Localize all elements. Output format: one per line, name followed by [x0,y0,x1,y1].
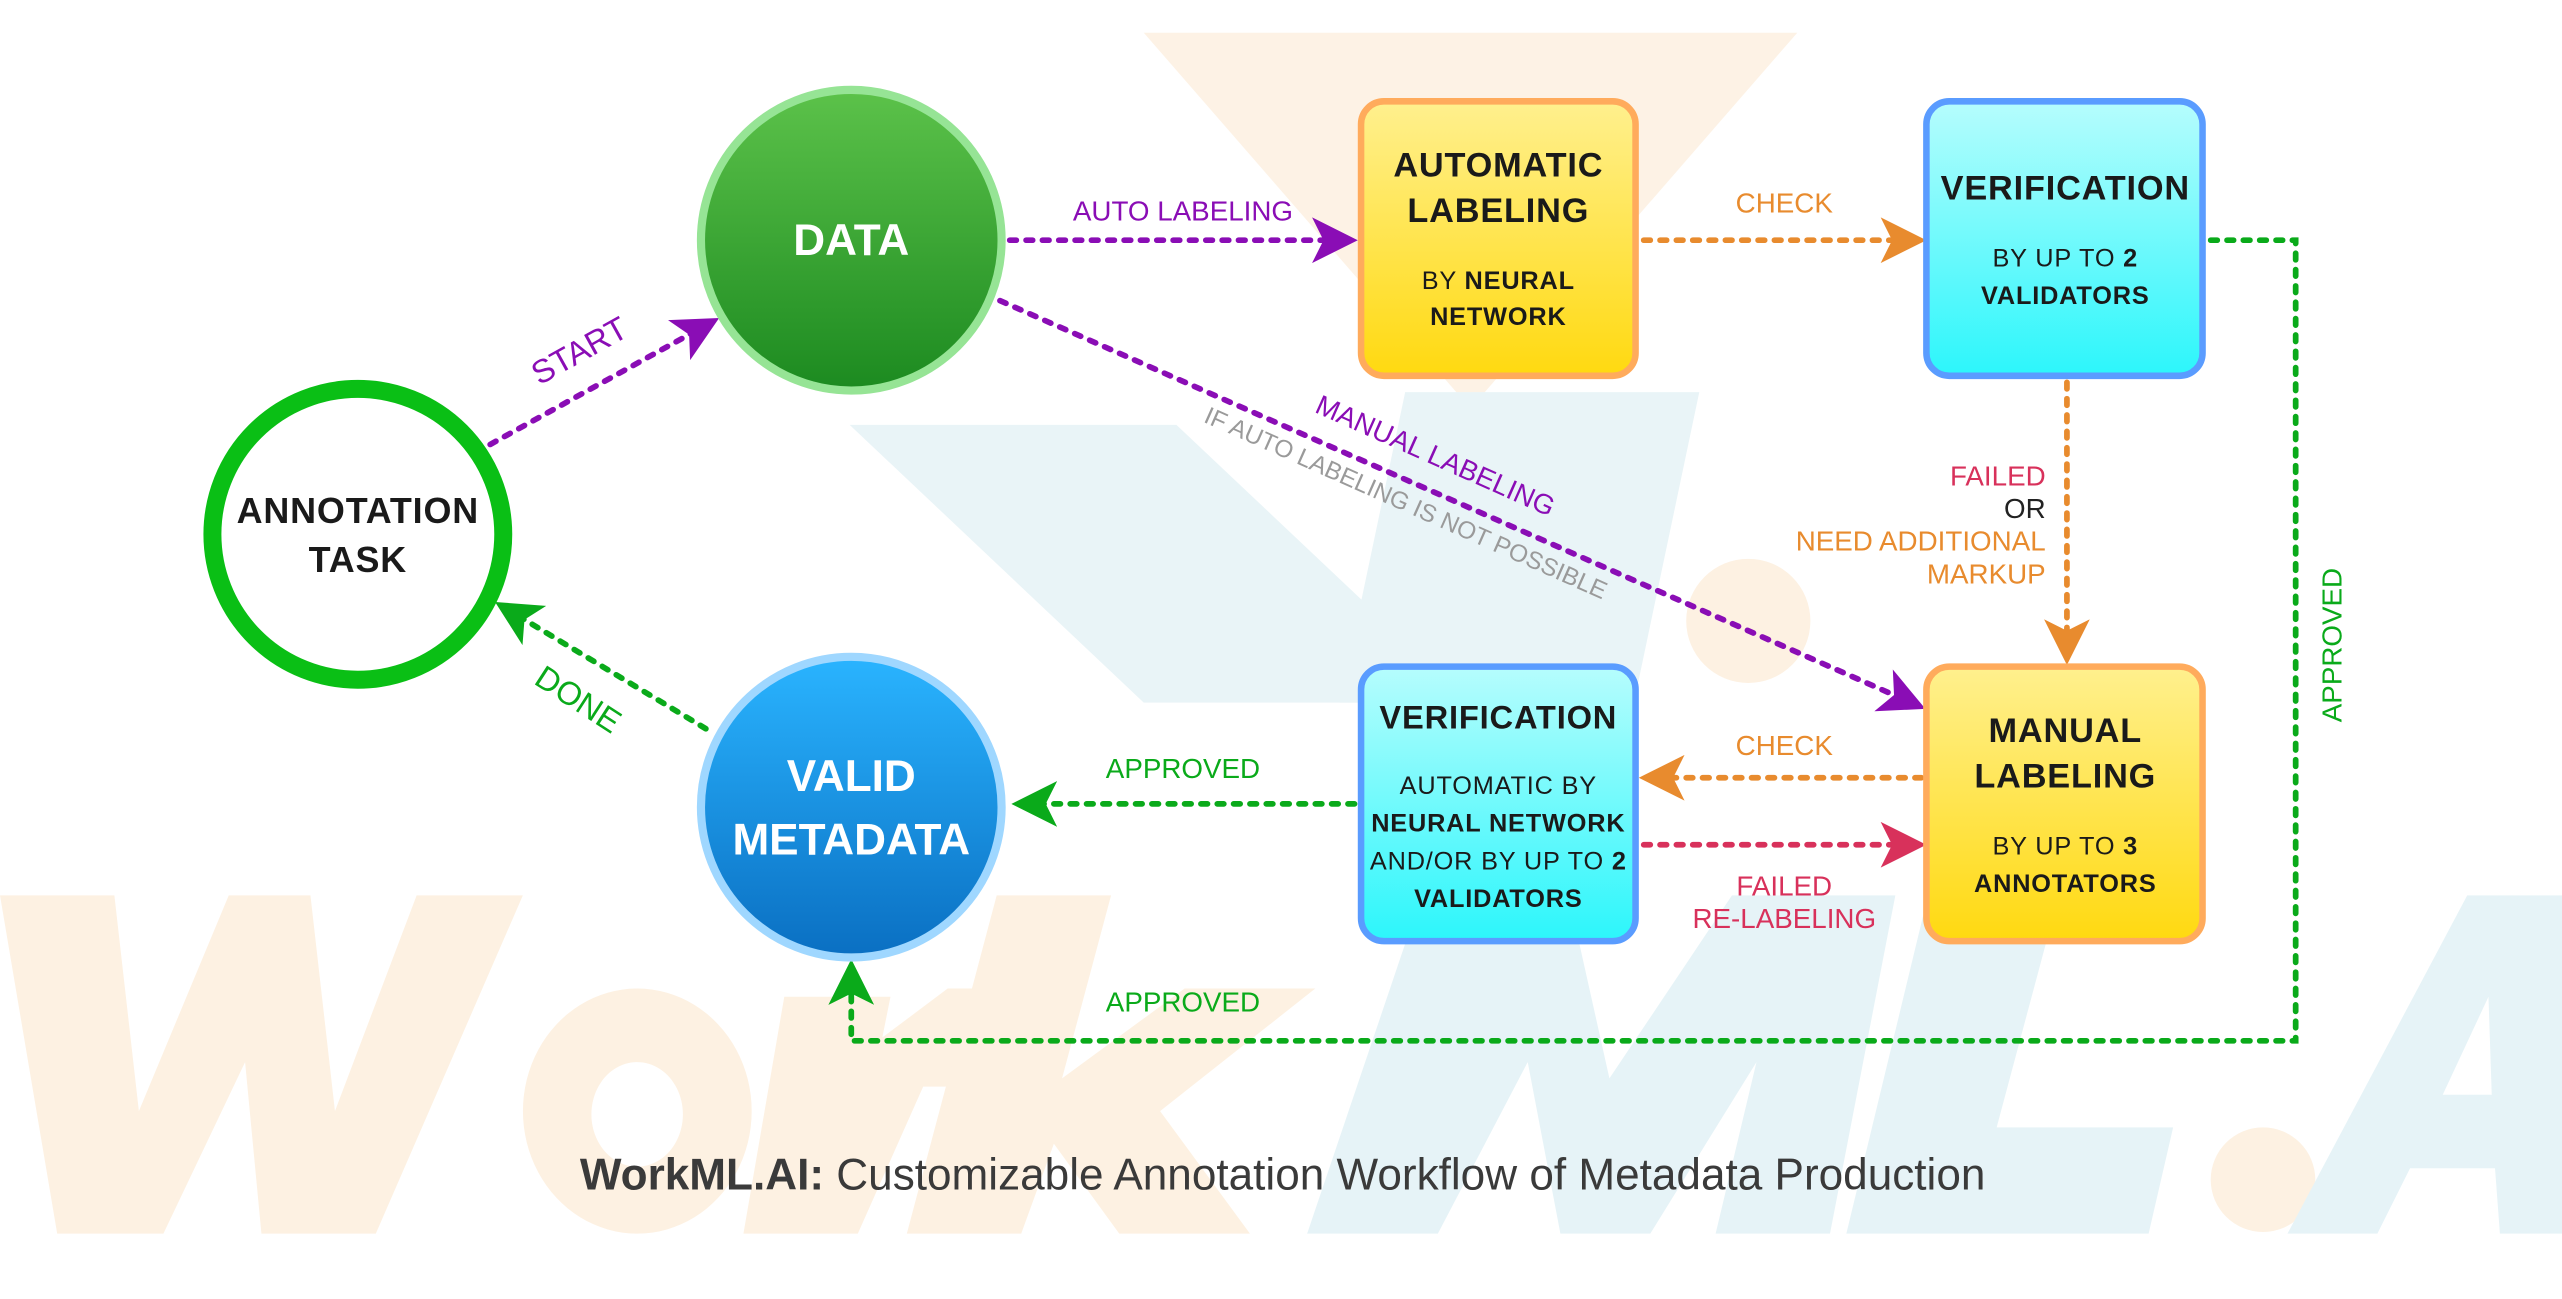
node-annotation-task: ANNOTATION TASK [203,379,513,689]
edge-approved-right [828,237,2299,1044]
label-failed: FAILED [1950,460,2046,491]
label-or: OR [2004,493,2046,524]
edge-done [495,601,709,732]
node-data: DATA [696,85,1006,395]
svg-text:ANNOTATORS: ANNOTATORS [1974,870,2157,898]
label-check-top: CHECK [1736,187,1834,218]
svg-text:VALIDATORS: VALIDATORS [1414,885,1583,913]
label-markup: MARKUP [1927,558,2046,589]
svg-text:VALIDATORS: VALIDATORS [1981,282,2150,310]
watermark [0,32,2562,1234]
svg-text:VERIFICATION: VERIFICATION [1941,169,2190,207]
svg-text:VERIFICATION: VERIFICATION [1379,699,1617,736]
svg-text:LABELING: LABELING [1974,758,2156,796]
svg-text:BY UP TO 2: BY UP TO 2 [1992,244,2138,272]
svg-text:AUTOMATIC: AUTOMATIC [1393,146,1603,184]
svg-text:ANNOTATION: ANNOTATION [237,490,479,531]
node-manual-labeling: MANUAL LABELING BY UP TO 3 ANNOTATORS [1923,663,2206,945]
svg-text:MANUAL: MANUAL [1989,712,2142,750]
node-automatic-labeling: AUTOMATIC LABELING BY NEURAL NETWORK [1357,98,1639,380]
svg-text:BY UP TO 3: BY UP TO 3 [1992,833,2138,861]
label-done: DONE [529,658,628,740]
label-relabeling: RE-LABELING [1692,903,1876,934]
caption-brand: WorkML.AI: [580,1151,824,1200]
node-verification-bottom: VERIFICATION AUTOMATIC BY NEURAL NETWORK… [1357,663,1639,945]
label-approved-right: APPROVED [2316,568,2347,722]
edge-start [487,318,720,448]
svg-text:VALID: VALID [787,752,916,801]
svg-text:LABELING: LABELING [1407,192,1589,230]
label-approved-bottom: APPROVED [1106,986,1260,1017]
svg-text:AUTOMATIC BY: AUTOMATIC BY [1400,772,1597,800]
label-auto-labeling: AUTO LABELING [1073,196,1293,227]
svg-text:BY NEURAL: BY NEURAL [1422,267,1575,295]
svg-text:NEURAL NETWORK: NEURAL NETWORK [1371,810,1625,838]
caption: WorkML.AI: Customizable Annotation Workf… [580,1151,1986,1200]
label-check-bottom: CHECK [1736,730,1834,761]
svg-text:METADATA: METADATA [732,816,970,865]
label-need-additional: NEED ADDITIONAL [1796,526,2046,557]
node-valid-metadata: VALID METADATA [696,652,1006,962]
svg-text:NETWORK: NETWORK [1430,303,1566,331]
label-failed-bottom: FAILED [1736,870,1832,901]
watermark-logo [0,895,2562,1234]
svg-text:AND/OR BY UP TO 2: AND/OR BY UP TO 2 [1370,847,1627,875]
node-verification-top: VERIFICATION BY UP TO 2 VALIDATORS [1923,98,2206,380]
edge-manual-labeling [997,297,1926,712]
svg-text:DATA: DATA [793,216,909,265]
label-start: START [525,309,634,392]
caption-text: Customizable Annotation Workflow of Meta… [824,1151,1985,1200]
label-approved-mid: APPROVED [1106,753,1260,784]
svg-text:TASK: TASK [309,539,407,580]
